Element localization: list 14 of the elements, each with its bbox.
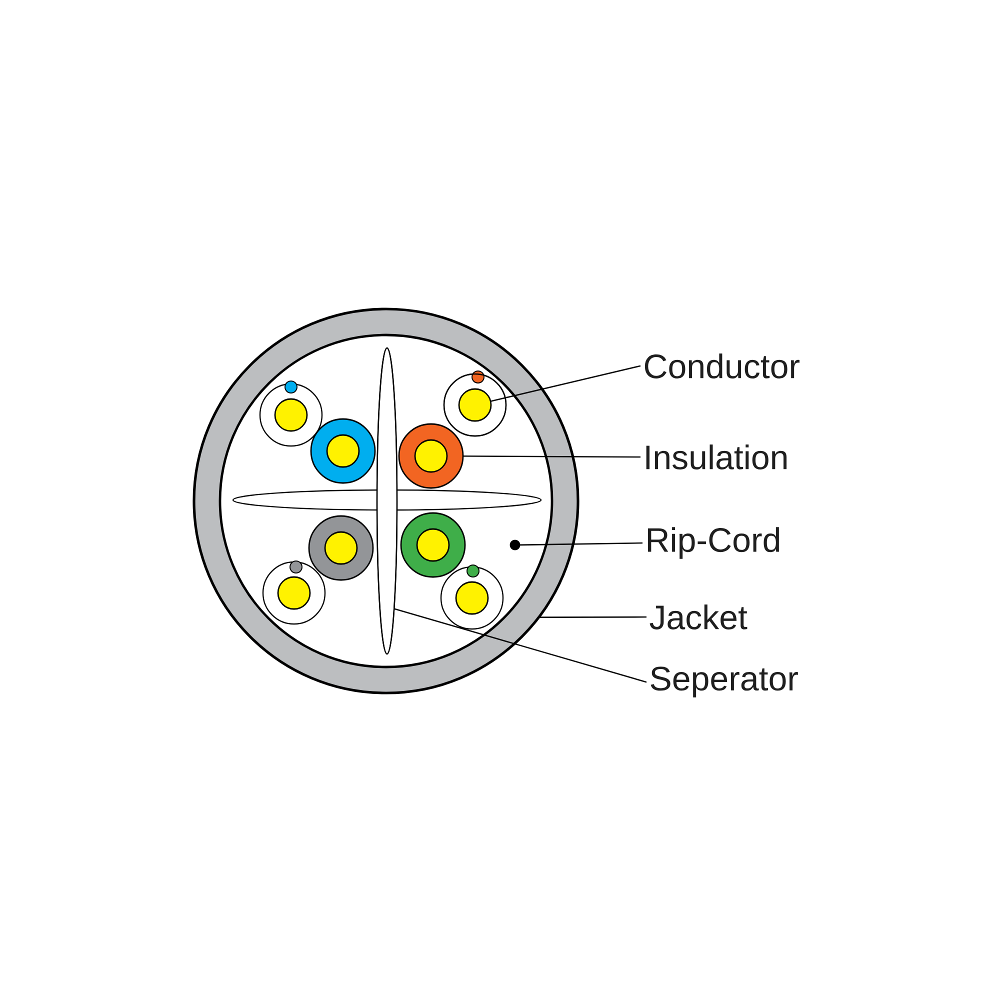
leader-line <box>490 365 641 402</box>
leader-line <box>540 616 647 618</box>
leader-line <box>463 456 641 458</box>
separator <box>376 347 398 655</box>
leader-line <box>394 608 647 683</box>
callout-label: Seperator <box>650 666 798 698</box>
conductor <box>458 388 492 422</box>
callout-label: Rip-Cord <box>648 527 780 559</box>
leader-line <box>520 542 643 546</box>
callout-label: Insulation <box>646 444 787 470</box>
rip-cord <box>510 540 520 550</box>
insulated-wire <box>398 423 464 489</box>
callout-label: Conductor <box>644 354 800 378</box>
callout-label: Jacket <box>650 604 748 630</box>
